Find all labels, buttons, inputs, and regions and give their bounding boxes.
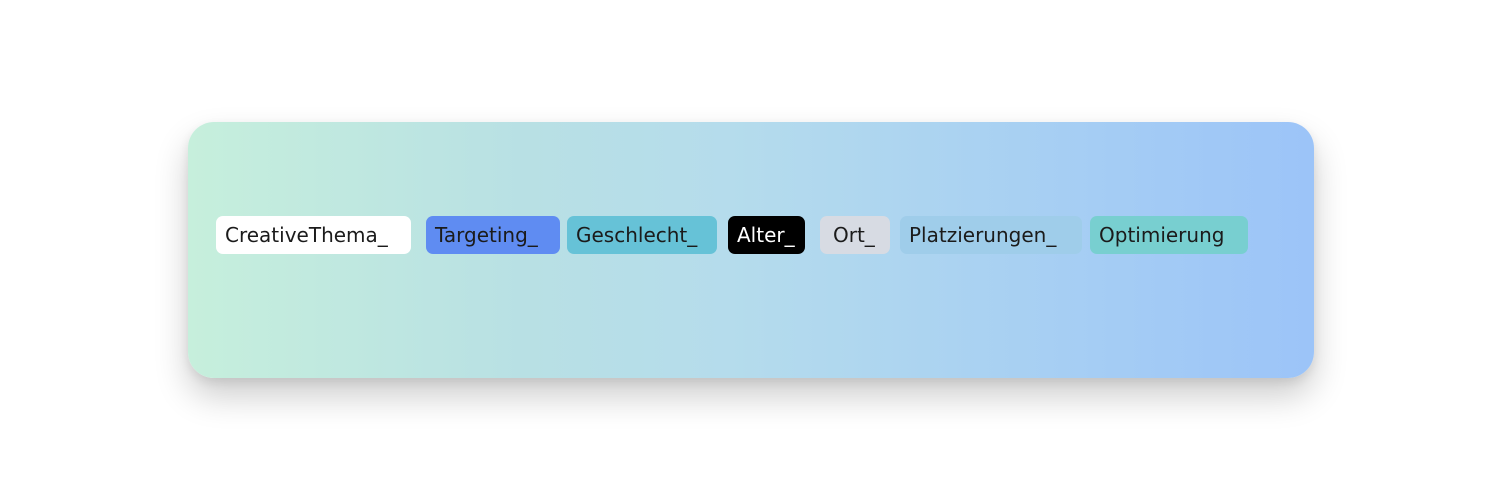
tag-geschlecht[interactable]: Geschlecht_ (567, 216, 717, 254)
tag-optimierung[interactable]: Optimierung (1090, 216, 1248, 254)
tag-alter[interactable]: Alter_ (728, 216, 805, 254)
tag-ort[interactable]: Ort_ (820, 216, 890, 254)
tag-platzierungen[interactable]: Platzierungen_ (900, 216, 1082, 254)
tag-creativethema[interactable]: CreativeThema_ (216, 216, 411, 254)
tag-targeting[interactable]: Targeting_ (426, 216, 560, 254)
